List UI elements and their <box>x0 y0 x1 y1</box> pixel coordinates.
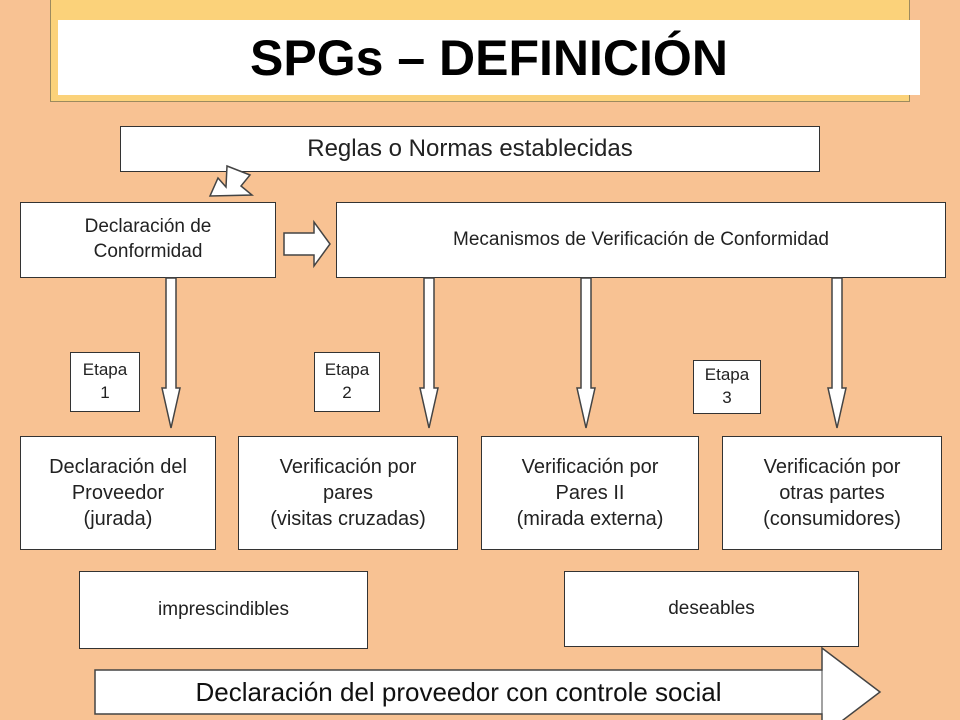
stage-3-number: 3 <box>722 388 732 407</box>
arrow-down-1 <box>161 277 181 429</box>
outcome-1-line1: Declaración del <box>49 456 187 478</box>
stage-box-1: Etapa 1 <box>70 352 140 412</box>
stage-1-number: 1 <box>100 383 110 402</box>
stage-box-3: Etapa 3 <box>693 360 761 414</box>
outcome-2-line1: Verificación por <box>279 456 417 478</box>
stage-3-label: Etapa <box>704 365 750 385</box>
outcome-1-line3: (jurada) <box>83 508 153 530</box>
stage-box-2: Etapa 2 <box>314 352 380 412</box>
outcome-1-line2: Proveedor <box>71 482 165 504</box>
outcome-box-1: Declaración del Proveedor (jurada) <box>20 436 216 550</box>
declaration-line2: Conformidad <box>93 241 203 262</box>
rules-box: Reglas o Normas establecidas <box>120 126 820 172</box>
outcome-3-line2: Pares II <box>555 482 625 504</box>
mechanisms-box: Mecanismos de Verificación de Conformida… <box>336 202 946 278</box>
stage-2-number: 2 <box>342 383 352 402</box>
outcome-2-line3: (visitas cruzadas) <box>270 508 426 530</box>
outcome-box-3: Verificación por Pares II (mirada extern… <box>481 436 699 550</box>
outcome-4-line1: Verificación por <box>763 456 901 478</box>
rules-label: Reglas o Normas establecidas <box>307 135 633 163</box>
declaration-line1: Declaración de <box>84 216 212 238</box>
stage-2-label: Etapa <box>324 360 370 380</box>
category-desirable-label: deseables <box>668 597 755 619</box>
category-box-desirable: deseables <box>564 571 859 647</box>
arrow-declaration-to-mechanisms <box>283 219 331 269</box>
outcome-2-line2: pares <box>322 482 373 504</box>
category-essential-label: imprescindibles <box>158 598 289 620</box>
outcome-4-line3: (consumidores) <box>763 508 901 530</box>
bottom-arrow-shape <box>94 646 882 720</box>
outcome-3-line1: Verificación por <box>521 456 659 478</box>
arrow-down-4 <box>827 277 847 429</box>
stage-1-label: Etapa <box>82 360 128 380</box>
outcome-3-line3: (mirada externa) <box>516 508 664 530</box>
category-box-essential: imprescindibles <box>79 571 368 649</box>
arrow-rules-to-declaration <box>208 164 255 197</box>
outcome-box-2: Verificación por pares (visitas cruzadas… <box>238 436 458 550</box>
bottom-arrow-label: Declaración del proveedor con controle s… <box>195 676 722 707</box>
outcome-4-line2: otras partes <box>779 482 885 504</box>
page-title: SPGs – DEFINICIÓN <box>58 20 920 95</box>
outcome-box-4: Verificación por otras partes (consumido… <box>722 436 942 550</box>
arrow-down-3 <box>576 277 596 429</box>
declaration-box: Declaración de Conformidad <box>20 202 276 278</box>
mechanisms-label: Mecanismos de Verificación de Conformida… <box>453 228 829 250</box>
arrow-down-2 <box>419 277 439 429</box>
